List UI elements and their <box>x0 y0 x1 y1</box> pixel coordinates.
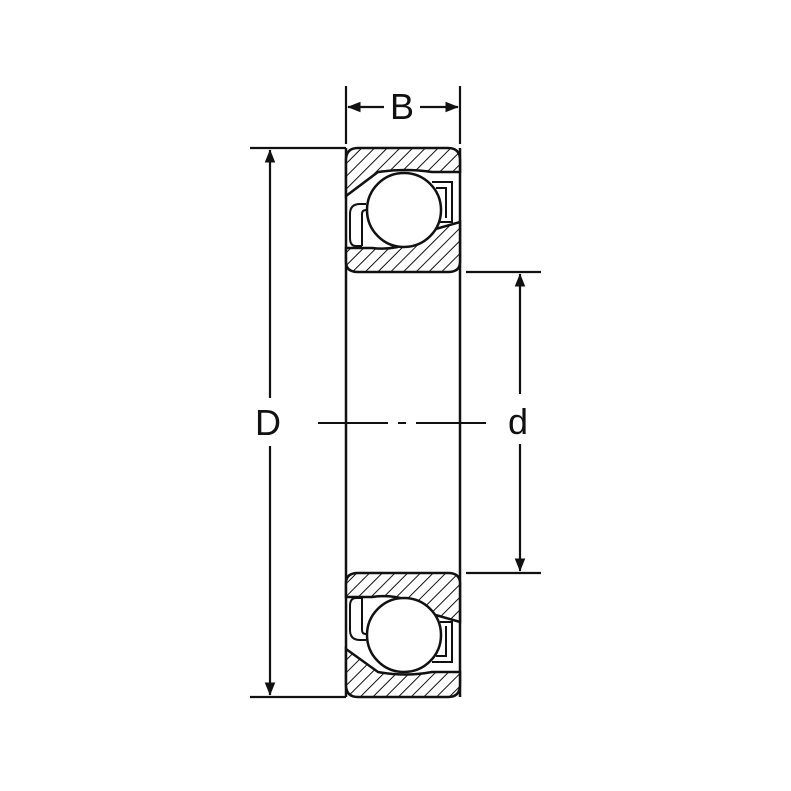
dimension-b <box>344 86 462 144</box>
outer-ring-bottom <box>344 646 462 699</box>
ball-top <box>365 171 443 249</box>
dimension-outer-diameter <box>250 146 346 699</box>
label-d-outer: D <box>255 402 281 443</box>
cage-top <box>349 181 453 247</box>
bottom-section <box>344 571 462 699</box>
ball-bottom <box>365 596 443 674</box>
outer-ring-top <box>344 146 462 199</box>
label-d-inner: d <box>508 401 528 442</box>
label-b: B <box>390 86 414 127</box>
dimension-inner-diameter <box>466 270 541 575</box>
cage-bottom <box>349 597 453 663</box>
top-section <box>344 146 462 274</box>
